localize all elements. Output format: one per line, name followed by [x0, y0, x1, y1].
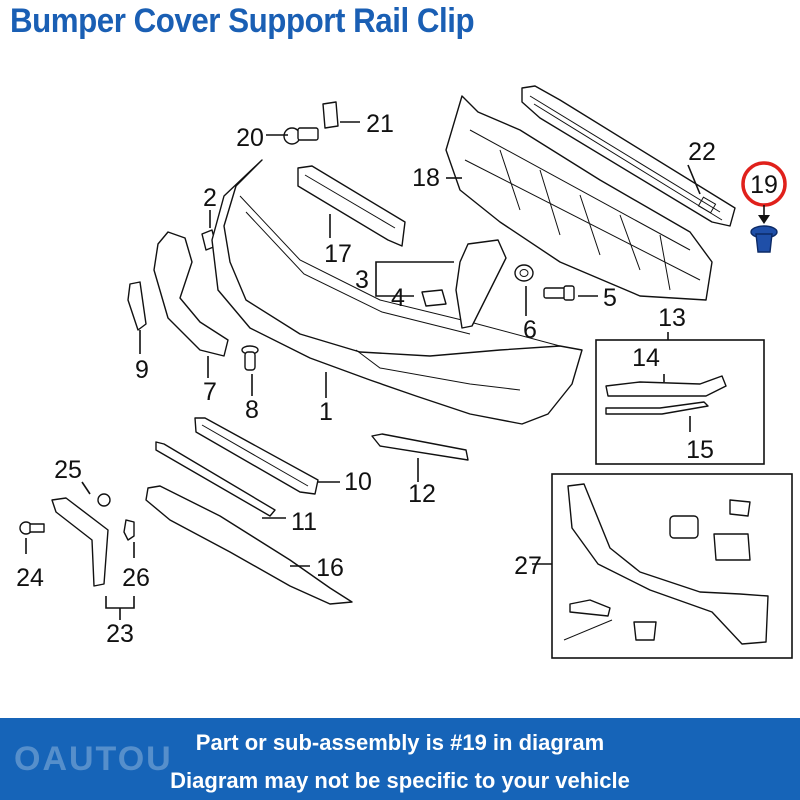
callout-20: 20: [236, 124, 264, 152]
part-9-bracket: [127, 281, 147, 331]
callout-17: 17: [324, 240, 352, 268]
callout-7: 7: [203, 378, 217, 406]
part-21-nut: [322, 101, 339, 129]
part-16-valance: [145, 485, 353, 605]
callout-8: 8: [245, 396, 259, 424]
callout-10: 10: [344, 468, 372, 496]
part-7-side-bracket: [153, 231, 229, 357]
callout-14: 14: [632, 344, 660, 372]
box-13: [595, 339, 765, 465]
callout-24: 24: [16, 564, 44, 592]
part-20-bolt: [283, 127, 319, 145]
callout-18: 18: [412, 164, 440, 192]
callout-12: 12: [408, 480, 436, 508]
part-23-bracket: [19, 493, 135, 587]
callout-21: 21: [366, 110, 394, 138]
callout-4: 4: [391, 284, 405, 312]
part-5-bolt: [543, 285, 575, 301]
part-6-washer: [514, 264, 534, 282]
callout-11: 11: [291, 508, 317, 536]
callout-6: 6: [523, 316, 537, 344]
part-11-strip: [155, 441, 276, 517]
part-1-bumper-cover: [211, 159, 583, 425]
part-22-impact-bar: [521, 85, 736, 227]
part-8-push-pin: [241, 345, 259, 371]
part-3-bracket: [455, 239, 507, 329]
callout-15: 15: [686, 436, 714, 464]
callout-13: 13: [658, 304, 686, 332]
callout-27: 27: [514, 552, 542, 580]
callout-labels: 20 21 2 18 22 17 3 4 5 6 13 14 15 9 7 8 …: [16, 110, 716, 648]
highlight-circle: 19: [741, 161, 787, 224]
callout-9: 9: [135, 356, 149, 384]
part-10-lower-grille: [194, 417, 319, 495]
callout-23: 23: [106, 620, 134, 648]
callout-2: 2: [203, 184, 217, 212]
parts-diagram: 19: [16, 85, 793, 659]
callout-1: 1: [319, 398, 333, 426]
banner-line-1: Part or sub-assembly is #19 in diagram: [195, 730, 605, 755]
callout-22: 22: [688, 138, 716, 166]
part-4-clip: [421, 289, 447, 307]
callout-3: 3: [355, 266, 369, 294]
part-12-strip: [371, 433, 469, 461]
info-banner: Part or sub-assembly is #19 in diagram D…: [0, 718, 800, 800]
callout-26: 26: [122, 564, 150, 592]
callout-5: 5: [603, 284, 617, 312]
watermark-logo: OAUTOU: [14, 740, 173, 778]
callout-25: 25: [54, 456, 82, 484]
page-title: Bumper Cover Support Rail Clip: [10, 2, 475, 40]
callout-19: 19: [750, 171, 778, 199]
part-18-absorber: [445, 95, 713, 301]
callout-16: 16: [316, 554, 344, 582]
banner-line-2: Diagram may not be specific to your vehi…: [170, 768, 630, 793]
part-17-strip: [297, 165, 406, 247]
leader-lines: [25, 121, 701, 620]
part-19-clip: [750, 225, 778, 253]
box-27: [551, 473, 793, 659]
